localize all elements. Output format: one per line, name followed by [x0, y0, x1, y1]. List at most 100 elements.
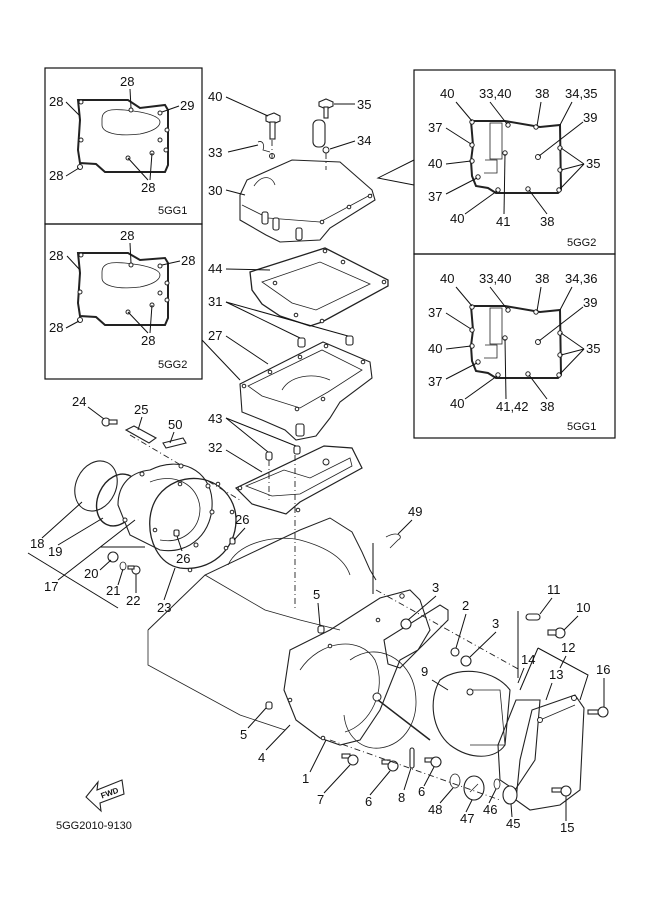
callout-14: 14 — [521, 652, 535, 667]
callout-25: 25 — [134, 402, 148, 417]
strainer-outline — [469, 119, 563, 194]
callout-label: 28 — [49, 94, 63, 109]
callout-26a: 26 — [235, 512, 249, 527]
callout-label: 38 — [535, 271, 549, 286]
variant-code: 5GG1 — [567, 421, 596, 433]
callout-label: 38 — [540, 399, 554, 414]
callout-label: 28 — [120, 74, 134, 89]
callout-label: 37 — [428, 189, 442, 204]
clamp — [409, 747, 415, 769]
dowel-pin — [345, 335, 354, 346]
callout-label: 37 — [428, 120, 442, 135]
bolt-icon — [525, 613, 541, 621]
callout-44: 44 — [208, 261, 222, 276]
callout-6a: 6 — [365, 794, 372, 809]
dowel-pin — [173, 529, 180, 537]
callout-label: 38 — [540, 214, 554, 229]
callout-12: 12 — [561, 640, 575, 655]
callout-16: 16 — [596, 662, 610, 677]
bolt-icon — [318, 98, 334, 119]
callout-label: 40 — [440, 271, 454, 286]
dowel-pin — [293, 445, 301, 455]
callout-15: 15 — [560, 820, 574, 835]
inset-frame — [413, 253, 616, 439]
starter-arm — [383, 604, 472, 669]
inset-pointer — [376, 159, 415, 186]
callout-label: 39 — [583, 110, 597, 125]
callout-33: 33 — [208, 145, 222, 160]
callout-30: 30 — [208, 183, 222, 198]
plug — [502, 785, 518, 805]
callout-5b: 5 — [240, 727, 247, 742]
bolt-icon — [547, 627, 566, 639]
callout-label: 41,42 — [496, 399, 529, 414]
callout-22: 22 — [126, 593, 140, 608]
dowel-pin — [265, 451, 273, 461]
part-number-caption: 5GG2010-9130 — [56, 820, 132, 832]
inset-mid-right: 40 33,40 38 34,36 37 39 40 35 37 40 41,4… — [413, 253, 616, 439]
callout-50: 50 — [168, 417, 182, 432]
callout-label: 41 — [496, 214, 510, 229]
callout-9: 9 — [421, 664, 428, 679]
bolt-icon — [265, 112, 281, 140]
callout-label: 33,40 — [479, 271, 512, 286]
bolt-icon — [424, 756, 442, 768]
callout-label: 33,40 — [479, 86, 512, 101]
callout-label: 39 — [583, 295, 597, 310]
callout-7: 7 — [317, 792, 324, 807]
callout-label: 37 — [428, 305, 442, 320]
callout-10: 10 — [576, 600, 590, 615]
callout-label: 37 — [428, 374, 442, 389]
oil-pan — [239, 335, 373, 441]
filler-cap — [463, 775, 485, 801]
callout-5a: 5 — [313, 587, 320, 602]
callout-3b: 3 — [492, 616, 499, 631]
oil-pan-gasket — [234, 445, 363, 515]
group-bracket — [537, 647, 589, 701]
strainer-assembly: 40 35 34 33 30 — [208, 89, 376, 243]
callout-label: 34,36 — [565, 271, 598, 286]
callout-label: 40 — [450, 211, 464, 226]
gasket-outline — [76, 99, 170, 173]
callout-6b: 6 — [418, 784, 425, 799]
callout-17: 17 — [44, 579, 58, 594]
inset-mid-left: 28 28 28 28 28 5GG2 — [44, 223, 241, 381]
callout-40: 40 — [208, 89, 222, 104]
callout-label: 28 — [49, 248, 63, 263]
inset-top-right: 40 33,40 38 34,35 37 39 40 35 37 40 41 3… — [376, 69, 616, 255]
callout-label: 28 — [141, 333, 155, 348]
dowel-pin — [229, 537, 236, 545]
strainer-outline — [469, 304, 563, 379]
variant-code: 5GG1 — [158, 205, 187, 217]
callout-45: 45 — [506, 816, 520, 831]
callout-31: 31 — [208, 294, 222, 309]
callout-18: 18 — [30, 536, 44, 551]
clip — [385, 533, 401, 549]
bolt-icon — [127, 565, 141, 575]
callout-3a: 3 — [432, 580, 439, 595]
callout-label: 28 — [181, 253, 195, 268]
dowel-pin — [317, 625, 325, 634]
callout-35: 35 — [357, 97, 371, 112]
callout-label: 40 — [428, 156, 442, 171]
variant-code: 5GG2 — [158, 359, 187, 371]
callout-label: 28 — [49, 320, 63, 335]
forward-arrow-icon: FWD — [85, 779, 125, 813]
callout-label: 40 — [428, 341, 442, 356]
strainer-gasket — [249, 247, 389, 327]
callout-32: 32 — [208, 440, 222, 455]
clutch-cover-group: 24 25 50 — [72, 394, 241, 575]
callout-34: 34 — [357, 133, 371, 148]
strainer-cover — [239, 159, 376, 243]
callout-13: 13 — [549, 667, 563, 682]
crankcase-cover — [283, 589, 431, 749]
callout-26b: 26 — [176, 551, 190, 566]
callout-label: 40 — [440, 86, 454, 101]
callout-label: 34,35 — [565, 86, 598, 101]
crankcase — [147, 517, 377, 731]
dowel-pin — [297, 337, 306, 348]
callout-label: 28 — [141, 180, 155, 195]
callout-47: 47 — [460, 811, 474, 826]
callout-label: 29 — [180, 98, 194, 113]
